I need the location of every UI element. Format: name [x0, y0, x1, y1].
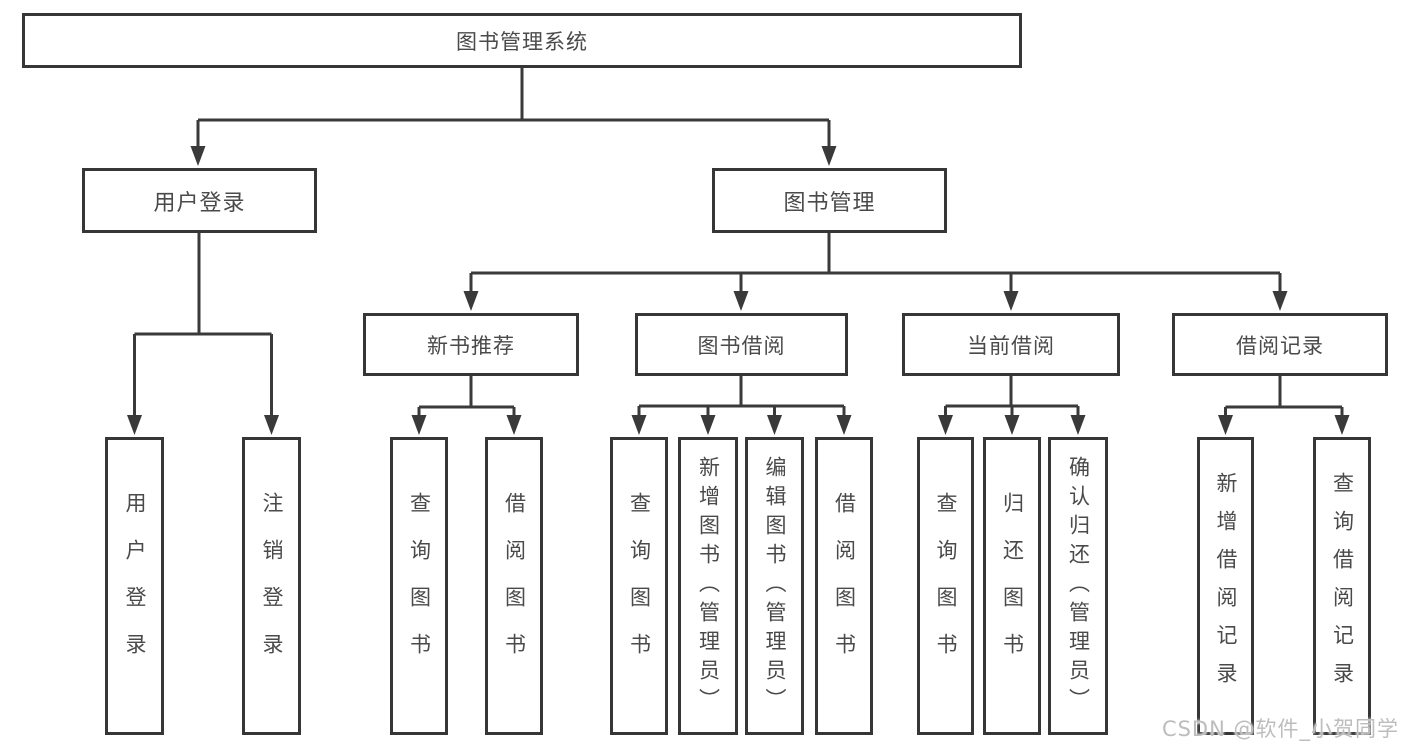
leaf-user-login: 用户登录: [105, 437, 164, 735]
connector-book-borrow-children: [637, 376, 846, 419]
arrowheads-user-login-children: [127, 415, 279, 435]
connector-book-mgmt-children: [469, 233, 1282, 294]
connector-root-to-level2: [196, 66, 831, 150]
leaf-query-books-current: 查询图书: [917, 437, 974, 735]
connector-new-book-rec-children: [417, 376, 516, 419]
leaf-query-books-borrow: 查询图书: [610, 437, 668, 735]
node-current-borrowing: 当前借阅: [902, 313, 1120, 376]
arrowheads-level2: [190, 146, 837, 166]
csdn-watermark: CSDN @软件_小贺同学: [1161, 717, 1399, 741]
leaf-logout: 注销登录: [242, 437, 301, 735]
node-new-book-recommendation: 新书推荐: [363, 313, 579, 376]
leaf-query-borrow-record: 查询借阅记录: [1313, 437, 1371, 735]
node-book-borrowing: 图书借阅: [635, 313, 848, 376]
leaf-confirm-return-admin: 确认归还（管理员）: [1048, 437, 1108, 735]
connector-borrow-record-children: [1224, 376, 1344, 419]
arrowheads-book-borrow-children: [631, 415, 852, 435]
node-book-management: 图书管理: [712, 168, 947, 233]
node-borrowing-records: 借阅记录: [1172, 313, 1388, 376]
node-user-login: 用户登录: [82, 168, 317, 233]
arrowheads-level3: [463, 291, 1288, 311]
node-root: 图书管理系统: [22, 13, 1022, 68]
connector-user-login-children: [133, 233, 273, 418]
leaf-query-books-rec: 查询图书: [390, 437, 448, 735]
arrowheads-new-book-rec-children: [411, 415, 522, 435]
arrowheads-borrow-record-children: [1218, 415, 1350, 435]
leaf-add-books-admin: 新增图书（管理员）: [678, 437, 738, 735]
connector-current-borrow-children: [944, 376, 1080, 419]
leaf-edit-books-admin: 编辑图书（管理员）: [745, 437, 804, 735]
leaf-add-borrow-record: 新增借阅记录: [1197, 437, 1254, 735]
leaf-borrow-books: 借阅图书: [815, 437, 873, 735]
leaf-borrow-books-rec: 借阅图书: [485, 437, 543, 735]
leaf-return-books: 归还图书: [983, 437, 1041, 735]
arrowheads-current-borrow-children: [938, 415, 1086, 435]
